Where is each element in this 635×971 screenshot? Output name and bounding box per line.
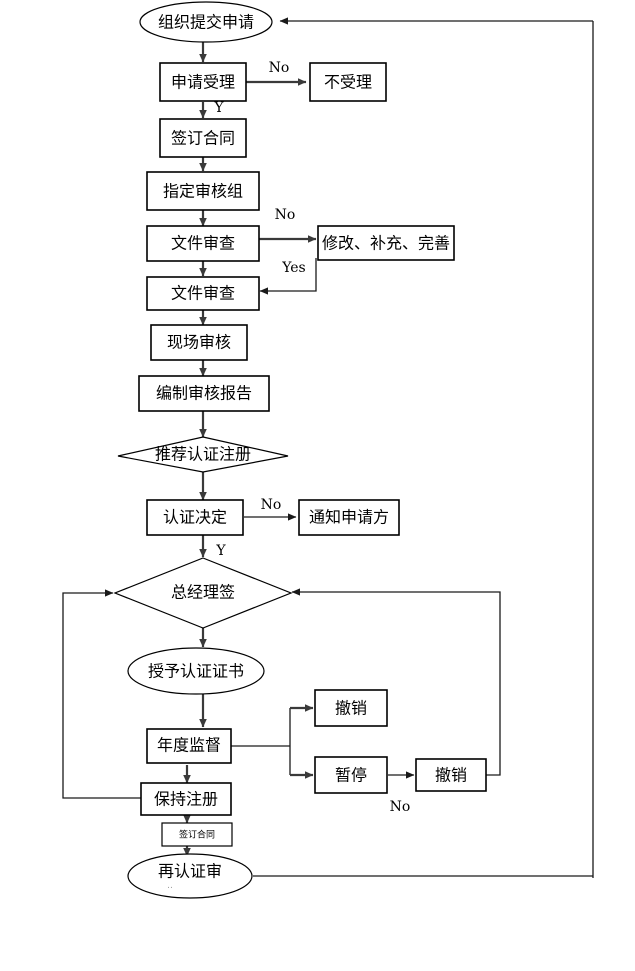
edge-maintain-to-gm xyxy=(62,589,141,799)
node-revoke-right[interactable] xyxy=(415,758,487,792)
node-gm-signature[interactable] xyxy=(113,557,293,629)
node-sign-contract-small-label: 签订合同 xyxy=(179,829,215,841)
node-annual-supervision-label: 年度监督 xyxy=(157,736,221,755)
node-grant-certificate-label: 授予认证证书 xyxy=(148,662,244,681)
node-onsite-audit[interactable] xyxy=(150,324,248,361)
node-assign-audit-team[interactable] xyxy=(146,171,260,211)
node-revise-supplement[interactable] xyxy=(317,225,455,261)
node-submit-application[interactable] xyxy=(139,1,273,43)
node-compile-report[interactable] xyxy=(138,375,270,412)
node-sign-contract-label: 签订合同 xyxy=(171,129,235,148)
node-doc-review-1[interactable] xyxy=(146,225,260,262)
edge-label-no-notify: No xyxy=(261,497,282,513)
edge-revise-to-doc-review-2 xyxy=(259,258,317,295)
node-maintain-registration-label: 保持注册 xyxy=(154,790,218,809)
node-recertification-audit-label: 再认证审 xyxy=(158,862,222,881)
node-recertification-audit[interactable] xyxy=(127,853,253,899)
node-sign-contract-small[interactable] xyxy=(161,822,233,847)
node-gm-signature-label: 总经理签 xyxy=(171,583,235,602)
node-revise-supplement-label: 修改、补充、完善 xyxy=(322,234,450,253)
node-notify-applicant-label: 通知申请方 xyxy=(309,508,389,527)
node-doc-review-2[interactable] xyxy=(146,276,260,311)
edge-label-no-not-accept: No xyxy=(269,60,290,76)
edge-label-yes-back-to-review: Yes xyxy=(281,260,306,276)
node-revoke-top[interactable] xyxy=(314,689,388,727)
node-notify-applicant[interactable] xyxy=(298,499,400,536)
edge-label-yes-gm: Y xyxy=(215,543,226,559)
node-suspend-label: 暂停 xyxy=(335,766,367,785)
node-submit-application-label: 组织提交申请 xyxy=(158,13,254,32)
node-accept-application[interactable] xyxy=(159,62,247,102)
node-sign-contract[interactable] xyxy=(159,118,247,158)
edge-label-yes-sign-contract: Y xyxy=(213,100,224,116)
node-recommend-registration-label: 推荐认证注册 xyxy=(155,445,251,464)
node-assign-audit-team-label: 指定审核组 xyxy=(163,182,243,201)
edge-label-no-revoke-right: No xyxy=(390,799,411,815)
node-not-accept-label: 不受理 xyxy=(324,73,372,92)
node-recertification-audit-faint-mark: .. xyxy=(167,881,173,891)
node-maintain-registration[interactable] xyxy=(140,782,232,816)
node-revoke-right-label: 撤销 xyxy=(435,766,467,785)
node-not-accept[interactable] xyxy=(309,62,387,102)
node-certification-decision-label: 认证决定 xyxy=(163,508,227,527)
node-grant-certificate[interactable] xyxy=(127,647,265,695)
node-annual-supervision[interactable] xyxy=(146,728,232,764)
edge-revoke-right-to-gm xyxy=(291,588,501,776)
node-accept-application-label: 申请受理 xyxy=(171,73,235,92)
node-revoke-top-label: 撤销 xyxy=(335,699,367,718)
node-doc-review-2-label: 文件审查 xyxy=(171,284,235,303)
node-suspend[interactable] xyxy=(314,756,388,794)
edge-label-no-revise: No xyxy=(275,207,296,223)
node-doc-review-1-label: 文件审查 xyxy=(171,234,235,253)
node-compile-report-label: 编制审核报告 xyxy=(156,384,252,403)
node-certification-decision[interactable] xyxy=(146,499,244,536)
node-onsite-audit-label: 现场审核 xyxy=(167,333,231,352)
node-recommend-registration[interactable] xyxy=(117,436,289,473)
